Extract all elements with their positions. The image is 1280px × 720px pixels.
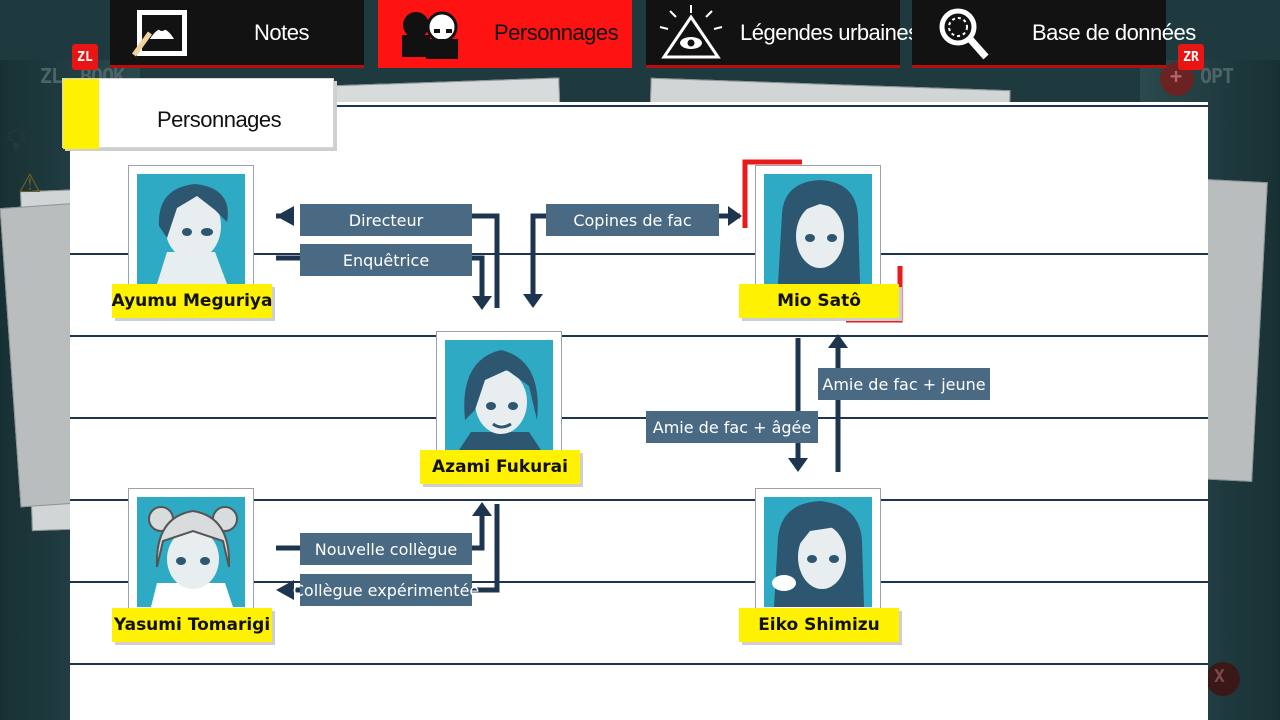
tab-base-de-donnees[interactable]: Base de données — [912, 0, 1196, 68]
background-plus-key: + — [1170, 64, 1182, 88]
title-accent — [63, 79, 99, 149]
character-name-yasumi[interactable]: Yasumi Tomarigi — [112, 608, 272, 642]
tab-label: Légendes urbaines — [740, 19, 919, 45]
zl-button[interactable]: ZL — [72, 44, 98, 70]
character-card-eiko[interactable] — [755, 488, 881, 620]
relation-enquetrice[interactable]: Enquêtrice — [300, 244, 472, 276]
character-card-azami[interactable] — [436, 331, 562, 463]
notebook-icon — [126, 3, 196, 63]
zr-button[interactable]: ZR — [1178, 44, 1204, 70]
relation-copines-de-fac[interactable]: Copines de fac — [546, 204, 719, 236]
character-portrait — [445, 340, 553, 450]
tab-label: Notes — [254, 19, 309, 45]
character-name-mio[interactable]: Mio Satô — [739, 284, 899, 318]
character-card-yasumi[interactable] — [128, 488, 254, 620]
character-portrait — [764, 497, 872, 607]
tab-personnages[interactable]: Personnages — [378, 0, 632, 68]
people-icon — [394, 3, 464, 63]
background-close-key: X — [1214, 666, 1225, 687]
tab-label: Personnages — [494, 19, 619, 45]
relation-amie-plus-jeune[interactable]: Amie de fac + jeune — [818, 368, 990, 400]
character-name-eiko[interactable]: Eiko Shimizu — [739, 608, 899, 642]
page-title: Personnages — [157, 107, 282, 132]
tab-legendes-urbaines[interactable]: Légendes urbaines — [646, 0, 919, 68]
tab-label: Base de données — [1032, 19, 1196, 45]
tab-notes[interactable]: Notes — [110, 0, 364, 68]
character-name-ayumu[interactable]: Ayumu Meguriya — [112, 284, 272, 318]
eye-pyramid-icon — [656, 3, 726, 63]
background-opt-hint: OPT — [1200, 64, 1234, 88]
character-portrait — [137, 174, 245, 284]
character-portrait — [764, 174, 872, 284]
top-tab-bar: Notes Personnages — [0, 0, 1280, 72]
relation-directeur[interactable]: Directeur — [300, 204, 472, 236]
character-card-ayumu[interactable] — [128, 165, 254, 297]
character-portrait — [137, 497, 245, 607]
page-title-tab: Personnages — [62, 78, 334, 149]
character-name-azami[interactable]: Azami Fukurai — [420, 450, 580, 484]
relation-nouvelle-collegue[interactable]: Nouvelle collègue — [300, 533, 472, 565]
lightbulb-icon: 💡︎ — [6, 124, 27, 157]
relation-collegue-experimentee[interactable]: Collègue expérimentée — [293, 574, 479, 606]
magnifier-icon — [928, 3, 998, 63]
character-card-mio[interactable] — [755, 165, 881, 297]
relation-amie-plus-agee[interactable]: Amie de fac + âgée — [646, 411, 818, 443]
background-close-circle — [1206, 662, 1240, 696]
warning-icon: ⚠︎ — [18, 168, 42, 198]
background-key-hint: ZL — [40, 64, 63, 88]
